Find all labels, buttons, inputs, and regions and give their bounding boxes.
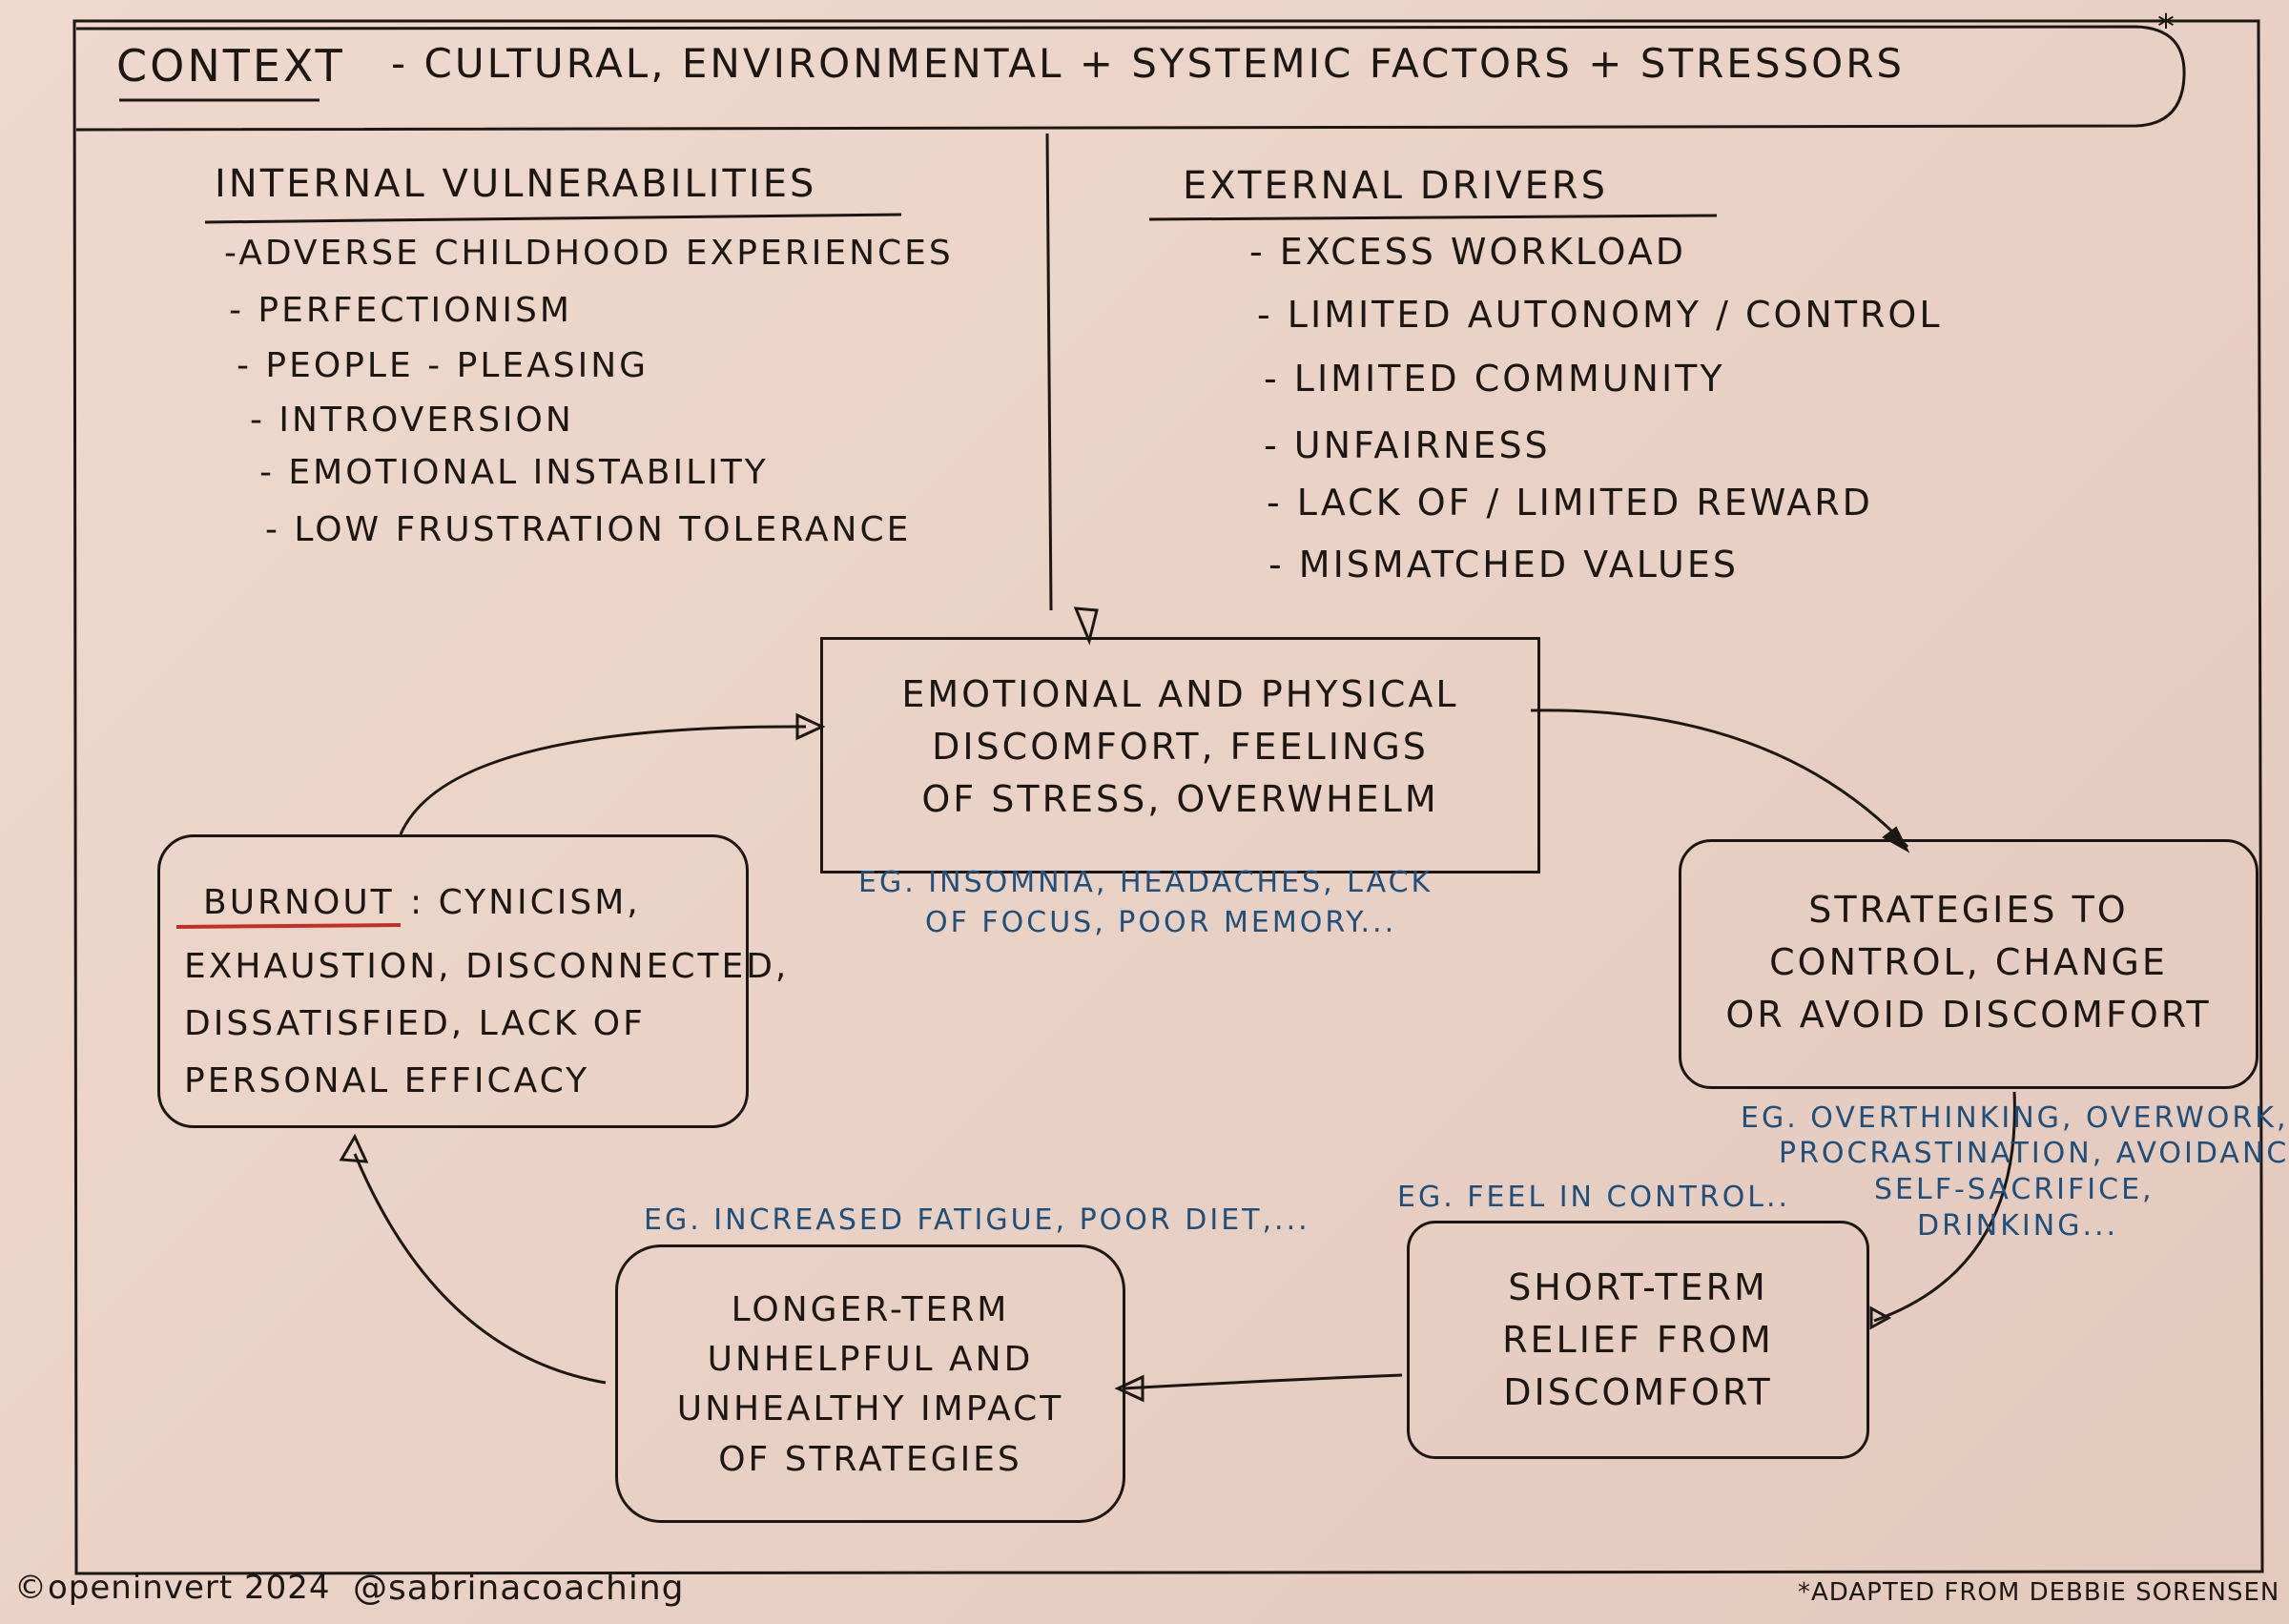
external-heading-underline xyxy=(1148,214,1718,221)
footer-handle: @sabrinacoaching xyxy=(353,1569,685,1608)
external-item: - LIMITED AUTONOMY / CONTROL xyxy=(1257,294,1943,336)
internal-heading-underline xyxy=(204,213,902,224)
discomfort-example-line: EG. INSOMNIA, HEADACHES, LACK xyxy=(858,866,1433,899)
burnout-underline xyxy=(175,923,402,929)
longterm-text: LONGER-TERM UNHELPFUL AND UNHEALTHY IMPA… xyxy=(618,1285,1123,1485)
longterm-line: UNHELPFUL AND xyxy=(707,1340,1034,1380)
discomfort-line: EMOTIONAL AND PHYSICAL xyxy=(901,673,1459,715)
arrowhead-longterm xyxy=(1114,1374,1144,1403)
footer-copyright: ©openinvert 2024 xyxy=(14,1569,331,1607)
context-star: * xyxy=(2157,8,2177,47)
discomfort-line: DISCOMFORT, FEELINGS xyxy=(932,726,1429,769)
longterm-line: UNHEALTHY IMPACT xyxy=(676,1389,1064,1429)
discomfort-example-line: OF FOCUS, POOR MEMORY... xyxy=(925,906,1397,939)
internal-item: - PERFECTIONISM xyxy=(229,291,572,330)
arrow-shortterm-to-longterm xyxy=(1123,1373,1403,1390)
longterm-line: OF STRATEGIES xyxy=(718,1439,1022,1479)
external-heading: EXTERNAL DRIVERS xyxy=(1183,164,1608,208)
burnout-colon-text: : CYNICISM, xyxy=(410,883,641,922)
arrow-context-to-discomfort xyxy=(1045,133,1053,611)
external-item: - LIMITED COMMUNITY xyxy=(1264,358,1725,400)
burnout-label: BURNOUT xyxy=(203,883,395,922)
strategies-box: STRATEGIES TO CONTROL, CHANGE OR AVOID D… xyxy=(1679,839,2258,1089)
arrow-strategies-to-shortterm xyxy=(1873,1091,2016,1323)
discomfort-box: EMOTIONAL AND PHYSICAL DISCOMFORT, FEELI… xyxy=(820,637,1540,874)
strategies-line: CONTROL, CHANGE xyxy=(1769,941,2168,984)
discomfort-line: OF STRESS, OVERWHELM xyxy=(921,778,1439,821)
internal-item: - LOW FRUSTRATION TOLERANCE xyxy=(265,510,912,549)
context-banner xyxy=(75,25,2186,132)
context-label: CONTEXT xyxy=(116,40,345,92)
internal-item: -ADVERSE CHILDHOOD EXPERIENCES xyxy=(224,234,954,273)
burnout-line: PERSONAL EFFICACY xyxy=(184,1061,590,1100)
external-item: - MISMATCHED VALUES xyxy=(1268,544,1739,586)
burnout-box: BURNOUT : CYNICISM, EXHAUSTION, DISCONNE… xyxy=(157,834,786,1128)
longterm-line: LONGER-TERM xyxy=(731,1290,1010,1329)
arrowhead-burnout xyxy=(339,1133,369,1163)
internal-item: - PEOPLE - PLEASING xyxy=(237,346,650,385)
shortterm-line: DISCOMFORT xyxy=(1503,1371,1773,1414)
arrowhead-discomfort xyxy=(795,712,826,741)
shortterm-line: RELIEF FROM xyxy=(1502,1319,1774,1362)
burnout-line: DISSATISFIED, LACK OF xyxy=(184,1004,646,1043)
external-item: - UNFAIRNESS xyxy=(1264,424,1551,466)
discomfort-text: EMOTIONAL AND PHYSICAL DISCOMFORT, FEELI… xyxy=(823,668,1537,826)
strategies-example-line: EG. OVERTHINKING, OVERWORK, xyxy=(1741,1101,2289,1135)
strategies-line: STRATEGIES TO xyxy=(1808,889,2129,931)
strategies-example-line: DRINKING... xyxy=(1917,1209,2119,1243)
arrowhead-shortterm xyxy=(1869,1305,1892,1330)
shortterm-example: EG. FEEL IN CONTROL.. xyxy=(1397,1181,1791,1214)
strategies-line: OR AVOID DISCOMFORT xyxy=(1725,994,2212,1037)
burnout-line: EXHAUSTION, DISCONNECTED, xyxy=(184,947,790,986)
arrow-burnout-to-discomfort xyxy=(399,725,807,835)
strategies-example-line: PROCRASTINATION, AVOIDANCE xyxy=(1779,1137,2289,1170)
arrowhead-context xyxy=(1073,606,1099,646)
shortterm-box: SHORT-TERM RELIEF FROM DISCOMFORT xyxy=(1407,1221,1869,1459)
internal-heading: INTERNAL VULNERABILITIES xyxy=(215,162,817,206)
context-text: - CULTURAL, ENVIRONMENTAL + SYSTEMIC FAC… xyxy=(391,40,1906,87)
internal-item: - EMOTIONAL INSTABILITY xyxy=(259,453,769,492)
shortterm-text: SHORT-TERM RELIEF FROM DISCOMFORT xyxy=(1410,1262,1866,1419)
outer-frame xyxy=(72,19,2264,1575)
internal-item: - INTROVERSION xyxy=(250,401,574,440)
longterm-example: EG. INCREASED FATIGUE, POOR DIET,... xyxy=(644,1203,1310,1237)
strategies-example-line: SELF-SACRIFICE, xyxy=(1874,1173,2155,1206)
arrow-discomfort-to-strategies xyxy=(1530,709,1909,849)
strategies-text: STRATEGIES TO CONTROL, CHANGE OR AVOID D… xyxy=(1681,884,2256,1041)
external-item: - LACK OF / LIMITED REWARD xyxy=(1267,482,1873,524)
longterm-box: LONGER-TERM UNHELPFUL AND UNHEALTHY IMPA… xyxy=(615,1244,1125,1523)
footer-credit: *ADAPTED FROM DEBBIE SORENSEN xyxy=(1798,1578,2280,1607)
shortterm-line: SHORT-TERM xyxy=(1508,1266,1768,1308)
arrow-longterm-to-burnout xyxy=(353,1153,607,1385)
external-item: - EXCESS WORKLOAD xyxy=(1249,231,1687,273)
